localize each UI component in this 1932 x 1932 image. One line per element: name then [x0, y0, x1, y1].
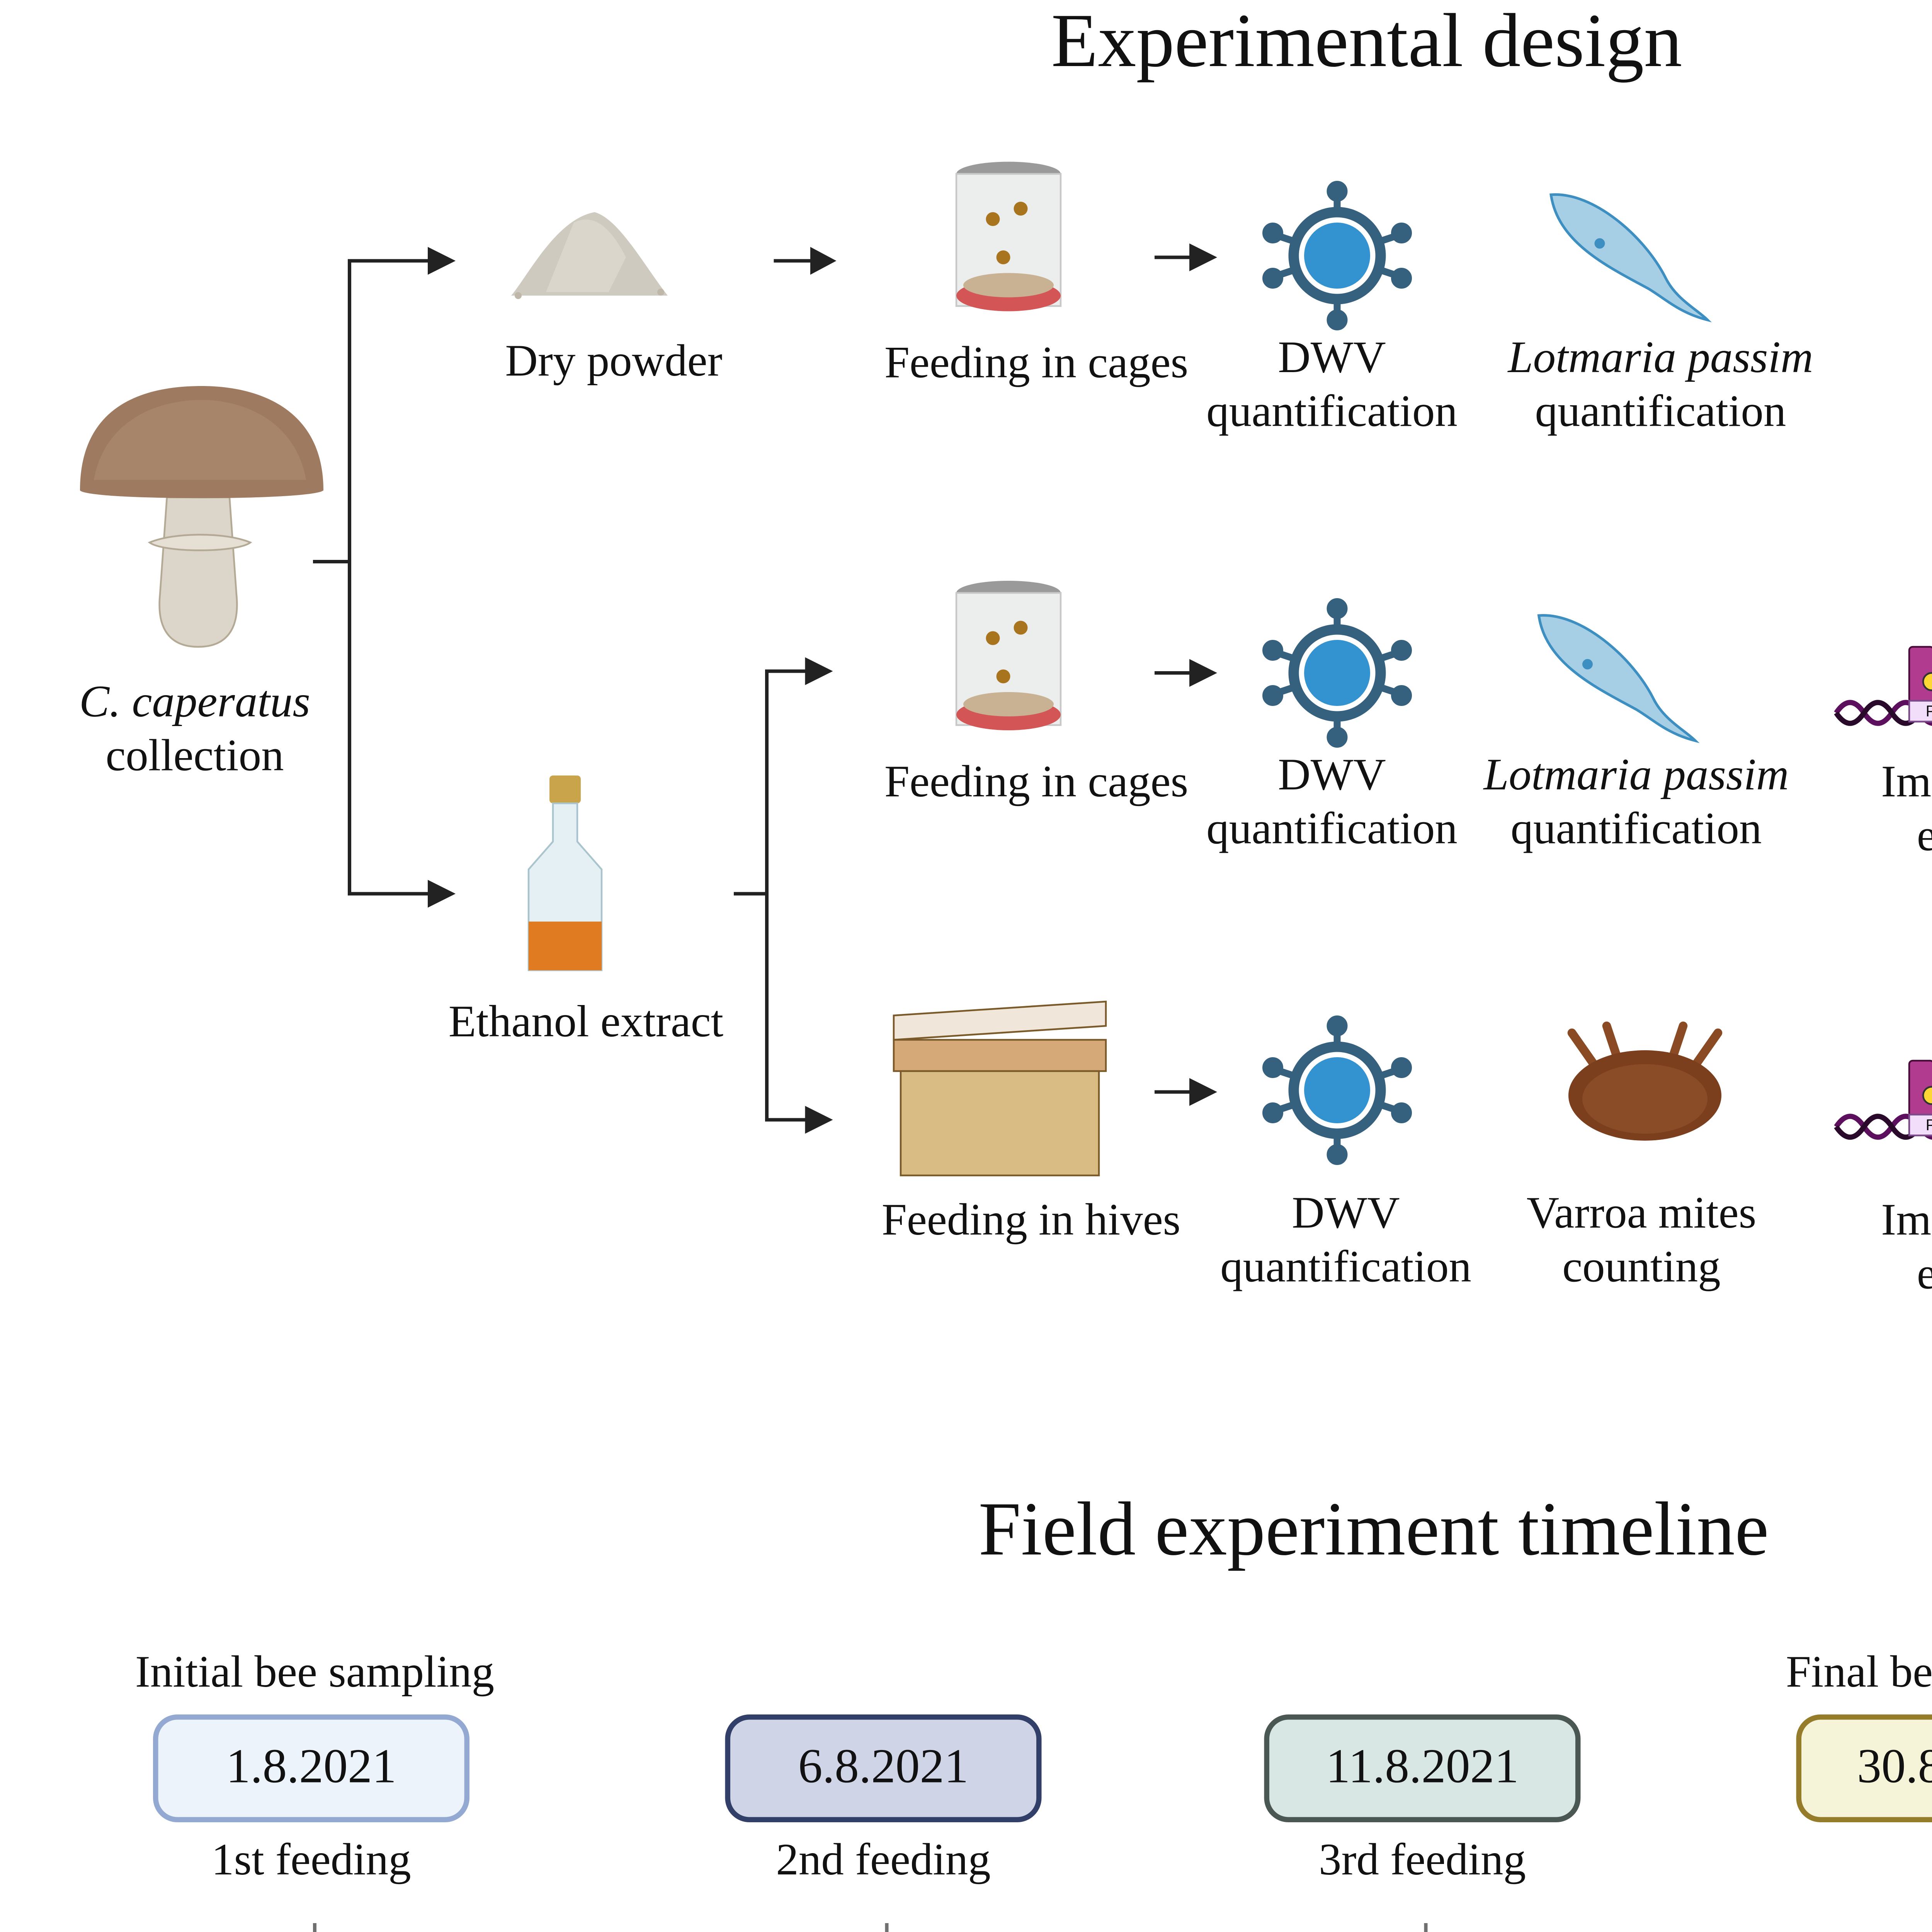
mushroom-icon [80, 386, 323, 648]
date-box: 30.8.2021 [1796, 1714, 1932, 1822]
arrow-head [1189, 659, 1217, 687]
design-title: Experimental design [1051, 0, 1682, 83]
row3-dwv-label: DWV quantification [1220, 1186, 1471, 1294]
row1-feeding-label: Feeding in cages [884, 337, 1189, 388]
dwv-line2: quantification [1206, 803, 1458, 854]
immune-line1: Immune genes [1881, 756, 1932, 807]
species-name: C. caperatus [79, 676, 311, 727]
cage-icon [955, 581, 1062, 730]
row2-feeding-label: Feeding in cages [884, 756, 1189, 807]
timeline-title: Field experiment timeline [978, 1486, 1769, 1572]
row1-lotmaria-label: Lotmaria passim quantification [1508, 330, 1813, 438]
lotmaria-line2: quantification [1510, 803, 1762, 854]
virus-icon [1262, 598, 1412, 748]
promoter-label: Promoter [1909, 1115, 1932, 1136]
event-date: 1.8.2021 [226, 1740, 396, 1795]
dwv-line2: quantification [1206, 386, 1458, 437]
dwv-line1: DWV [1292, 1187, 1400, 1238]
arrow-head [1189, 243, 1217, 271]
trypanosome-icon [1549, 193, 1712, 323]
row2-lotmaria-label: Lotmaria passim quantification [1484, 748, 1789, 855]
varroa-label: Varroa mites counting [1527, 1186, 1757, 1294]
row2-dwv-label: DWV quantification [1206, 748, 1458, 855]
dwv-line1: DWV [1278, 332, 1386, 383]
ethanol-extract-label: Ethanol extract [448, 996, 724, 1047]
arrow-head [428, 880, 456, 908]
varroa-mite-icon [1567, 1021, 1723, 1141]
timeline-tick [885, 1923, 889, 1932]
cage-icon [955, 162, 1062, 311]
event-date: 30.8.2021 [1857, 1740, 1932, 1795]
flow-connectors [313, 243, 1217, 1134]
event-date: 6.8.2021 [798, 1740, 969, 1795]
varroa-line2: counting [1562, 1242, 1721, 1292]
lotmaria-line2: quantification [1535, 386, 1786, 437]
beehive-icon [893, 1000, 1107, 1177]
gene-expression-diagram: Promoter Gene Transcription [1834, 1057, 1932, 1148]
source-label: C. caperatus collection [79, 675, 310, 782]
event-above-label: Initial bee sampling [135, 1646, 495, 1697]
event-below-label: 3rd feeding [1318, 1834, 1526, 1885]
promoter-label: Promoter [1909, 701, 1932, 722]
dwv-line1: DWV [1278, 749, 1386, 800]
timeline-tick [313, 1923, 316, 1932]
arrow-head [810, 247, 837, 275]
dwv-line2: quantification [1220, 1242, 1471, 1292]
row3-feeding-label: Feeding in hives [881, 1194, 1181, 1245]
immune-line1: Immune genes [1881, 1194, 1932, 1245]
arrow-head [805, 1106, 833, 1134]
row2-immune-label: Immune genes expression [1881, 755, 1932, 862]
lotmaria-line1: Lotmaria passim [1508, 332, 1813, 383]
virus-icon [1262, 1015, 1412, 1165]
date-box: 6.8.2021 [725, 1714, 1042, 1822]
event-date: 11.8.2021 [1326, 1740, 1519, 1795]
date-box: 11.8.2021 [1264, 1714, 1581, 1822]
event-above-label: Final bee sampling [1786, 1646, 1932, 1697]
lotmaria-line1: Lotmaria passim [1483, 749, 1789, 800]
immune-line2: expression [1881, 1247, 1932, 1301]
date-box: 1.8.2021 [153, 1714, 469, 1822]
event-below-label: 1st feeding [211, 1834, 411, 1885]
row3-immune-label: Immune genes expression [1881, 1193, 1932, 1301]
gene-expression-diagram: Promoter Gene Transcription [1834, 643, 1932, 734]
varroa-line1: Varroa mites [1526, 1187, 1757, 1238]
virus-icon [1262, 181, 1412, 330]
arrow-head [1189, 1078, 1217, 1106]
event-below-label: 2nd feeding [776, 1834, 991, 1885]
immune-line2: expression [1881, 809, 1932, 863]
dry-powder-label: Dry powder [505, 335, 723, 386]
powder-icon [511, 212, 668, 299]
trypanosome-icon [1537, 614, 1700, 743]
arrow-head [428, 247, 456, 275]
arrow-head [805, 657, 833, 685]
timeline-tick [1424, 1923, 1428, 1932]
source-caption: collection [105, 730, 284, 781]
row1-dwv-label: DWV quantification [1206, 330, 1458, 438]
ethanol-bottle-icon [527, 776, 603, 971]
